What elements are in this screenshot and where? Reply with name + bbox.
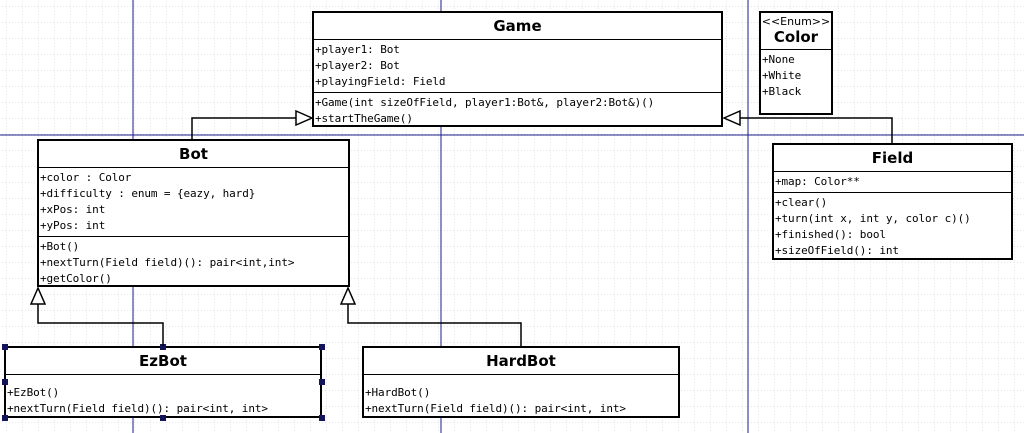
operation-row: +nextTurn(Field field)(): pair<int, int> <box>365 402 626 415</box>
resize-handle-ne[interactable] <box>319 344 325 350</box>
operation-row: +Bot() <box>40 240 80 253</box>
enum-literal: +Black <box>762 85 802 98</box>
class-bot[interactable]: Bot +color : Color +difficulty : enum = … <box>37 139 350 287</box>
resize-handle-w[interactable] <box>2 379 8 385</box>
resize-handle-nw[interactable] <box>2 344 8 350</box>
resize-handle-se[interactable] <box>319 415 325 421</box>
attributes-section: +color : Color +difficulty : enum = {eaz… <box>39 168 348 237</box>
class-name: HardBot <box>364 348 678 375</box>
attribute-row: +color : Color <box>40 171 132 184</box>
operations-section: +Game(int sizeOfField, player1:Bot&, pla… <box>314 93 721 129</box>
resize-handle-n[interactable] <box>160 344 166 350</box>
stereotype-label: <<Enum>> <box>761 15 831 28</box>
class-name: EzBot <box>6 348 320 375</box>
attribute-row: +playingField: Field <box>315 75 446 88</box>
class-name: Bot <box>39 141 348 168</box>
class-name: Field <box>774 145 1011 172</box>
operation-row: +nextTurn(Field field)(): pair<int,int> <box>40 256 295 269</box>
operation-row: +finished(): bool <box>775 228 886 241</box>
class-header: <<Enum>> Color <box>761 13 831 50</box>
resize-handle-e[interactable] <box>319 379 325 385</box>
attribute-row: +xPos: int <box>40 203 106 216</box>
operation-row: +startTheGame() <box>315 112 413 125</box>
class-name: Color <box>773 28 819 46</box>
enum-literal: +None <box>762 53 795 66</box>
class-ezbot[interactable]: EzBot +EzBot() +nextTurn(Field field)():… <box>4 346 322 418</box>
resize-handle-s[interactable] <box>160 415 166 421</box>
attribute-row: +map: Color** <box>775 175 860 188</box>
operation-row: +getColor() <box>40 272 112 285</box>
class-game[interactable]: Game +player1: Bot +player2: Bot +playin… <box>312 11 723 127</box>
attribute-row: +yPos: int <box>40 219 106 232</box>
attribute-row: +player2: Bot <box>315 59 400 72</box>
attribute-row: +difficulty : enum = {eazy, hard} <box>40 187 256 200</box>
operations-section: +clear() +turn(int x, int y, color c)() … <box>774 193 1011 261</box>
operation-row: +HardBot() <box>365 386 431 399</box>
attribute-row: +player1: Bot <box>315 43 400 56</box>
operation-row: +Game(int sizeOfField, player1:Bot&, pla… <box>315 96 655 109</box>
operation-row: +sizeOfField(): int <box>775 244 899 257</box>
class-name: Game <box>314 13 721 40</box>
class-field[interactable]: Field +map: Color** +clear() +turn(int x… <box>772 143 1013 260</box>
resize-handle-sw[interactable] <box>2 415 8 421</box>
attributes-section: +player1: Bot +player2: Bot +playingFiel… <box>314 40 721 93</box>
literals-section: +None +White +Black <box>761 50 831 102</box>
operation-row: +nextTurn(Field field)(): pair<int, int> <box>7 402 268 415</box>
operations-section: +Bot() +nextTurn(Field field)(): pair<in… <box>39 237 348 289</box>
operations-section: +EzBot() +nextTurn(Field field)(): pair<… <box>6 375 320 419</box>
operation-row: +turn(int x, int y, color c)() <box>775 212 971 225</box>
operations-section: +HardBot() +nextTurn(Field field)(): pai… <box>364 375 678 419</box>
class-hardbot[interactable]: HardBot +HardBot() +nextTurn(Field field… <box>362 346 680 418</box>
attributes-section: +map: Color** <box>774 172 1011 193</box>
operation-row: +clear() <box>775 196 828 209</box>
operation-row: +EzBot() <box>7 386 60 399</box>
enum-literal: +White <box>762 69 802 82</box>
class-color-enum[interactable]: <<Enum>> Color +None +White +Black <box>759 11 833 115</box>
